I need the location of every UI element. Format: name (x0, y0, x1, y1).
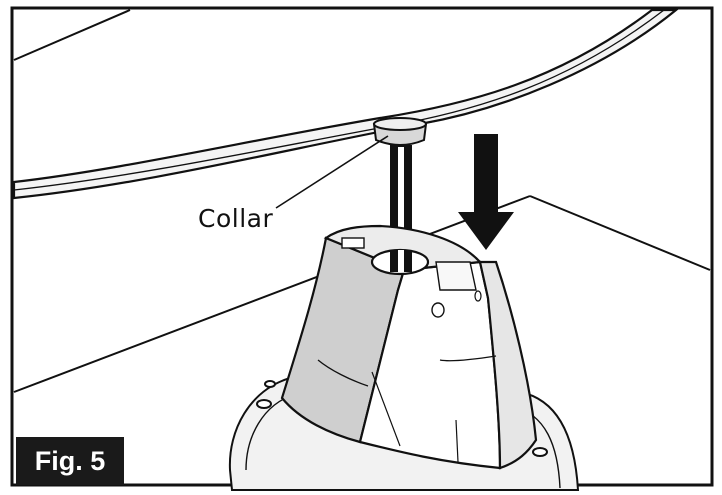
background-edge (13, 9, 131, 61)
floor-surface (13, 195, 711, 393)
stand-arm (12, 8, 680, 200)
collar-leader-line (275, 135, 389, 209)
collar-label: Collar (198, 204, 274, 233)
figure-number-badge: Fig. 5 (16, 437, 124, 485)
base-housing (280, 224, 538, 470)
collar (372, 117, 428, 146)
down-arrow-icon (458, 134, 514, 250)
